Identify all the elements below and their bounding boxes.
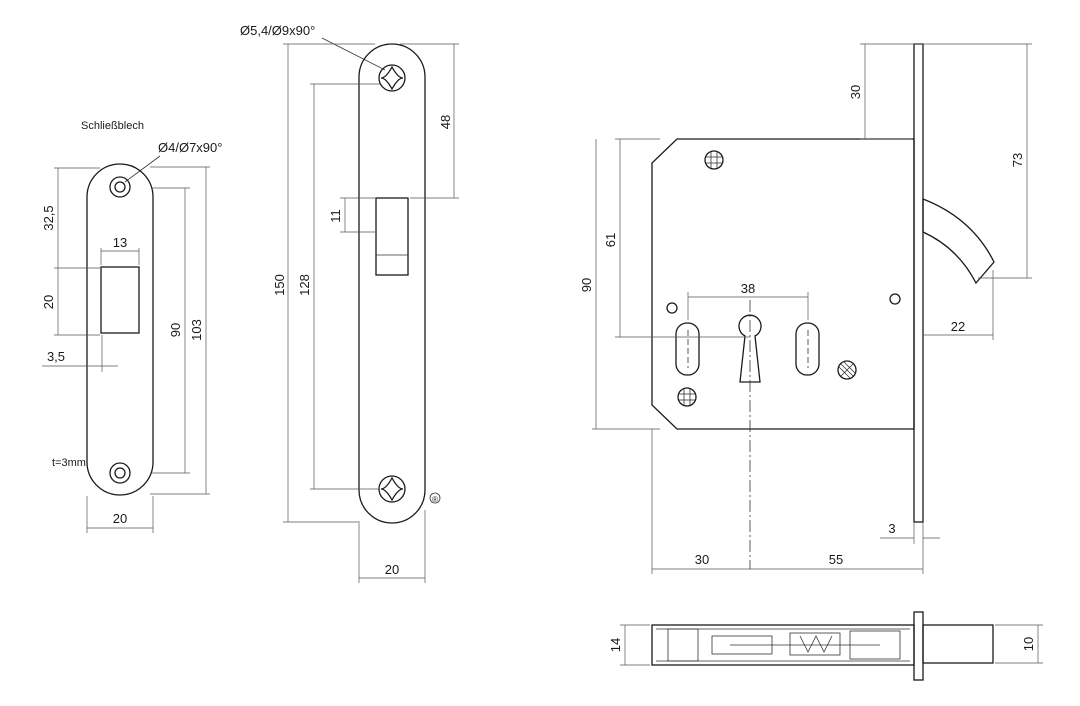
dim-label: 90 [579, 278, 594, 292]
dim-label: 150 [272, 274, 287, 296]
faceplate-view: Ø5,4/Ø9x90° ® 48 11 [240, 23, 459, 583]
hole-spec-leader [124, 155, 161, 183]
dim-label: 103 [189, 319, 204, 341]
hook-bolt [922, 198, 995, 285]
screw-hole-icon [109, 176, 131, 198]
strike-plate-opening [100, 266, 140, 334]
dim-label: 14 [608, 638, 623, 652]
dim-label: 128 [297, 274, 312, 296]
dim-label: 61 [603, 233, 618, 247]
dim-label: 55 [829, 552, 843, 567]
rivet-icon [837, 360, 857, 380]
pin-hole [666, 302, 678, 314]
pin-hole [889, 293, 901, 305]
rivet-icon [677, 387, 697, 407]
dim-label: 90 [168, 323, 183, 337]
strike-plate-title: Schließblech [81, 120, 144, 132]
dim-label: 30 [695, 552, 709, 567]
slot-right [795, 322, 820, 376]
faceplate-hole-spec: Ø5,4/Ø9x90° [240, 23, 315, 38]
strike-plate-view: Schließblech Ø4/Ø7x90° t=3mm [41, 120, 222, 533]
dim-label: 32,5 [41, 205, 56, 230]
side-view: 14 10 [608, 611, 1043, 681]
dim-label: 22 [951, 319, 965, 334]
dim-label: 30 [848, 85, 863, 99]
registered-mark: ® [432, 495, 438, 504]
screw-hole-icon [109, 462, 131, 484]
dim-label: 3,5 [47, 349, 65, 364]
latch-opening [375, 197, 409, 276]
keyhole-icon [738, 314, 762, 383]
dim-label: 11 [328, 209, 343, 223]
faceplate-outline [358, 43, 426, 524]
hole-spec-leader [321, 37, 386, 71]
screw-hole-icon [378, 475, 406, 503]
dim-label: 20 [113, 511, 127, 526]
dim-label: 48 [438, 115, 453, 129]
lock-case [651, 138, 915, 430]
dim-label: 10 [1021, 637, 1036, 651]
side-bolt [922, 624, 994, 664]
strike-plate-hole-spec: Ø4/Ø7x90° [158, 140, 222, 155]
slot-left [675, 322, 700, 376]
dim-label: 3 [888, 521, 895, 536]
lock-body-view: 30 73 61 90 38 22 3 30 55 [579, 43, 1032, 574]
dim-label: 38 [741, 281, 755, 296]
side-faceplate [913, 611, 924, 681]
dim-label: 13 [113, 235, 127, 250]
screw-hole-icon [378, 64, 406, 92]
lock-faceplate [913, 43, 924, 523]
strike-plate-thickness: t=3mm [52, 457, 86, 469]
rivet-icon [704, 150, 724, 170]
dim-label: 73 [1010, 153, 1025, 167]
strike-plate-outline [86, 163, 154, 496]
dim-label: 20 [41, 295, 56, 309]
registered-mark-icon: ® [429, 492, 441, 504]
dim-label: 20 [385, 562, 399, 577]
